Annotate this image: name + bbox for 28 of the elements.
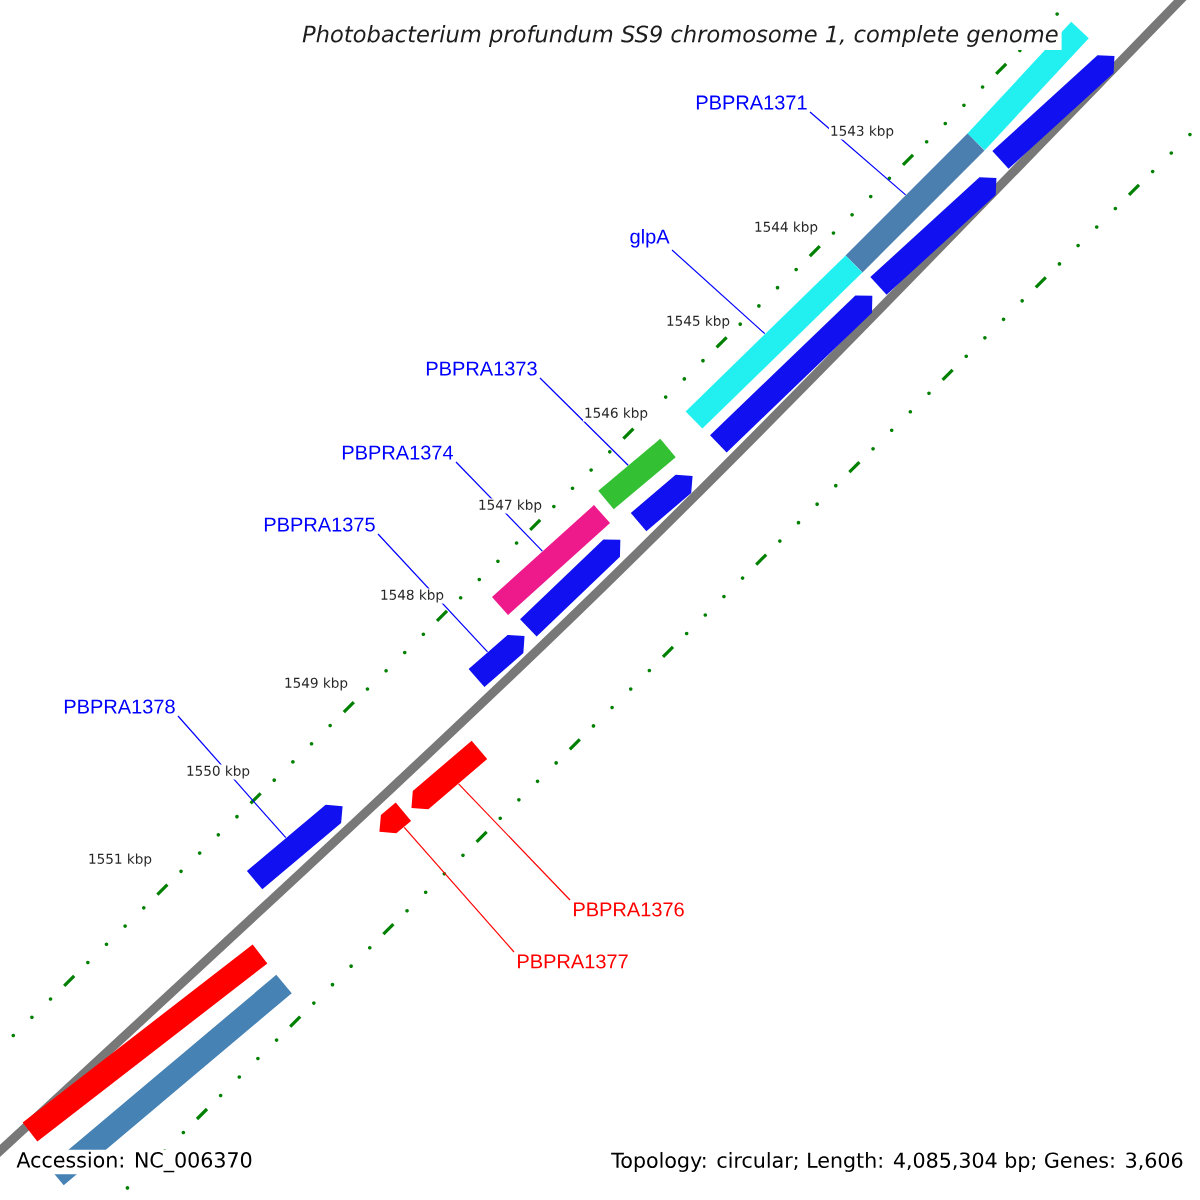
leader-line: [403, 826, 515, 953]
gene-label: PBPRA1371: [696, 95, 807, 110]
gene-block: [379, 802, 412, 834]
footer-text: Topology: circular; Length: 4,085,304 bp; Genes: 3,606: [609, 1150, 1186, 1174]
gene-block: [468, 634, 525, 688]
gene-label: PBPRA1376: [574, 902, 684, 917]
gene-block: [520, 539, 621, 637]
gene-block: [411, 740, 488, 810]
gene-block: [992, 55, 1115, 169]
leader-line: [539, 377, 629, 466]
gene-block: [246, 804, 343, 890]
gene-label: PBPRA1378: [64, 699, 175, 714]
footer-text: Accession: NC_006370: [14, 1149, 255, 1175]
gene-label: PBPRA1377: [518, 954, 628, 969]
leader-line: [458, 783, 571, 901]
gene-block: [630, 474, 693, 532]
gene-label: PBPRA1373: [426, 361, 537, 376]
gene-label: PBPRA1374: [342, 445, 453, 460]
gene-bar: [22, 944, 268, 1142]
gene-label: PBPRA1375: [264, 517, 375, 532]
gene-bar: [598, 438, 676, 510]
leader-line: [809, 111, 907, 196]
gene-block: [870, 177, 997, 295]
leader-line: [671, 249, 766, 335]
title: Photobacterium profundum SS9 chromosome 1, complete genome: [299, 22, 1062, 50]
gene-block: [710, 295, 873, 453]
gene-bar: [967, 21, 1089, 151]
gene-label: glpA: [630, 228, 670, 248]
